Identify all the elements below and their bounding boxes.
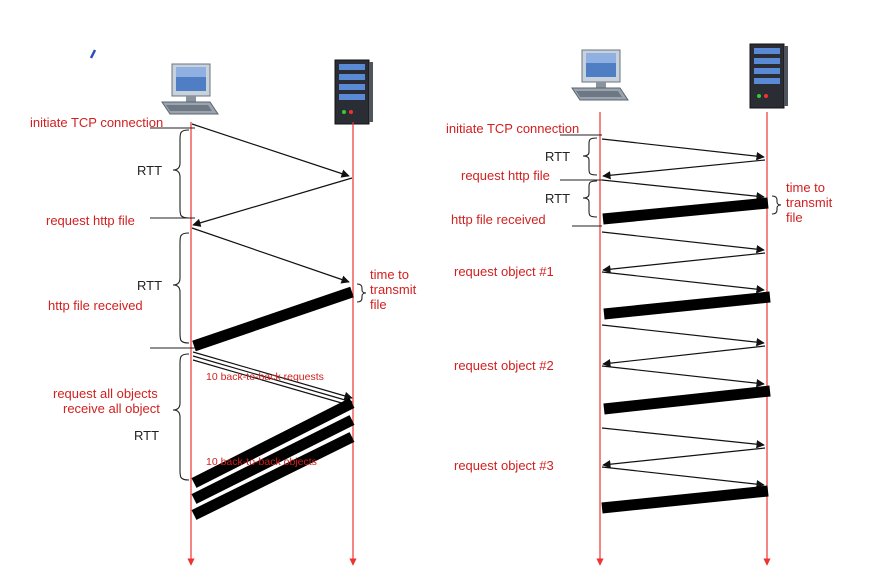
rtt-brace-1 — [582, 137, 598, 176]
object-bar-2 — [191, 415, 355, 504]
transmit-brace — [356, 283, 367, 303]
object-bar-3 — [191, 432, 355, 520]
rtt-brace-3 — [172, 353, 190, 481]
rtt-brace-2 — [172, 232, 190, 344]
object-2-bar — [603, 385, 771, 415]
file-transfer-bar — [602, 197, 769, 225]
requests-note: 10 back-to-back requests — [206, 371, 324, 383]
request-object-1-label: request object #1 — [454, 264, 554, 279]
initiate-tcp-label: initiate TCP connection — [30, 115, 163, 130]
time-to-label: time to — [786, 180, 825, 195]
rtt-brace-2 — [582, 180, 598, 218]
rtt-label-3: RTT — [134, 428, 159, 443]
request-all-label: request all objects — [53, 386, 158, 401]
time-to-label: time to — [370, 267, 409, 282]
objects-note: 10 back-to-back objects — [206, 456, 317, 468]
http-received-label: http file received — [48, 298, 143, 313]
request-object-2-label: request object #2 — [454, 358, 554, 373]
right-diagram: initiate TCP connection RTT request http… — [446, 43, 833, 566]
transmit-brace — [771, 195, 782, 215]
rtt-label-1: RTT — [137, 163, 162, 178]
syn-arrow — [191, 123, 350, 178]
transmit-label: transmit — [370, 282, 417, 297]
rtt-label-2: RTT — [137, 278, 162, 293]
request-http-label: request http file — [461, 168, 550, 183]
request-object-3-label: request object #3 — [454, 458, 554, 473]
rtt-brace-1 — [172, 129, 190, 219]
client-computer-icon — [161, 63, 219, 115]
request-http-label: request http file — [46, 213, 135, 228]
transmit-label: transmit — [786, 195, 833, 210]
initiate-tcp-label: initiate TCP connection — [446, 121, 579, 136]
file-transfer-bar — [192, 286, 354, 352]
http-received-label: http file received — [451, 212, 546, 227]
object-3-bar — [601, 485, 769, 514]
file-label: file — [786, 210, 803, 225]
server-icon — [749, 43, 789, 109]
receive-all-label: receive all object — [63, 401, 160, 416]
left-diagram: initiate TCP connection RTT request http… — [30, 49, 417, 566]
object-bar-1 — [191, 398, 355, 488]
request-arrow — [191, 227, 350, 284]
accent-tick — [89, 49, 97, 59]
file-label: file — [370, 297, 387, 312]
synack-arrow — [192, 177, 353, 227]
rtt-label-1: RTT — [545, 149, 570, 164]
rtt-label-2: RTT — [545, 191, 570, 206]
object-1-bar — [603, 291, 771, 320]
client-computer-icon — [571, 49, 629, 101]
server-icon — [334, 59, 374, 125]
